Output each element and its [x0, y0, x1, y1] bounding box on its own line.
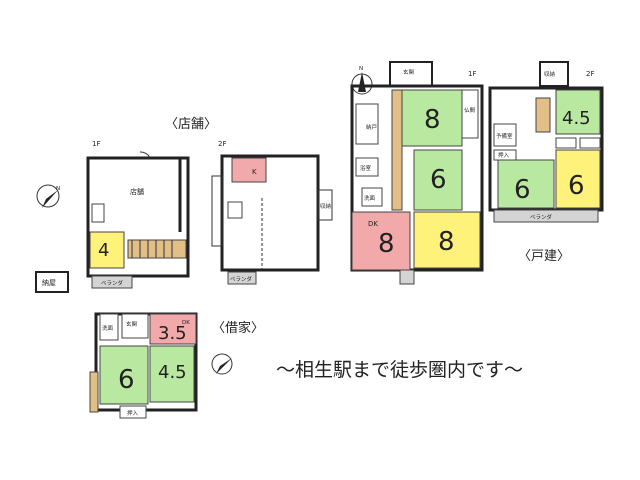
shop-1f-outline: [86, 156, 190, 278]
house-6b-room: [497, 159, 555, 209]
rental-wash-label: 洗面: [102, 324, 114, 332]
shop-storage-hut: [35, 271, 69, 293]
house-1f-plan: [350, 61, 484, 285]
house-8a-room: [401, 89, 463, 147]
house-8b-size: 8: [438, 227, 455, 257]
house-wash-label: 洗面: [364, 194, 376, 202]
house-1f-step: [399, 269, 415, 285]
house-2f-oshiire-a: [493, 149, 517, 161]
compass-n-shop: N: [56, 186, 60, 192]
house-dk-room: [351, 211, 411, 271]
shop-1f-door: [139, 151, 151, 159]
tagline: 〜相生駅まで徒歩圏内です〜: [276, 359, 523, 381]
compass-needle-rental: [216, 358, 232, 374]
compass-n-house: N: [359, 66, 363, 72]
house-spare-room: [493, 123, 517, 147]
shop-1f-room-size: 4: [98, 240, 109, 261]
house-bath-room: [355, 157, 379, 177]
shop-1f-label: 1F: [92, 140, 100, 148]
shop-storage-label: 納屋: [42, 278, 56, 287]
house-butsudan-box: [461, 89, 479, 139]
shop-2f-toilet: [227, 201, 243, 219]
house-2f-storage-label: 収納: [544, 70, 556, 78]
house-1f-label: 1F: [468, 70, 476, 78]
house-2f-plan: [488, 61, 604, 223]
shop-2f-label: 2F: [218, 140, 226, 148]
house-2f-veranda: [493, 209, 599, 223]
house-2f-oshiire-b: [555, 137, 577, 149]
house-1f-outline: [350, 84, 484, 272]
rental-entrance-label: 玄関: [126, 320, 138, 328]
compass-ring: [36, 184, 60, 208]
shop-2f-veranda: [227, 271, 257, 285]
rental-oshiire-label: 押入: [127, 409, 139, 417]
shop-section-label: 〈店舗〉: [165, 117, 217, 132]
compass-needle: [42, 190, 58, 208]
house-butsudan-label: 仏間: [464, 107, 476, 114]
shop-2f-kitchen-room: [231, 157, 267, 183]
rental-side-corridor: [89, 371, 99, 413]
house-2f-oshiire-c: [579, 137, 601, 149]
house-8a-size: 8: [424, 105, 441, 135]
house-45-room: [555, 89, 601, 135]
house-6c-size: 6: [568, 171, 585, 201]
house-oshiire-label: 押入: [498, 151, 510, 159]
house-2f-label: 2F: [586, 70, 594, 78]
house-8b-room: [413, 211, 481, 269]
house-closet-room: [355, 103, 379, 145]
rental-entrance-room: [121, 313, 149, 339]
shop-2f-veranda-label: ベランダ: [230, 275, 253, 283]
house-veranda-label: ベランダ: [530, 213, 553, 221]
house-dk-size: 8: [378, 229, 395, 259]
shop-1f-toilet: [91, 203, 105, 223]
rental-45-size: 4.5: [158, 362, 187, 383]
shop-compass: N: [36, 184, 60, 208]
rental-dk-room: [149, 313, 197, 345]
house-2f-storage-box: [539, 61, 569, 87]
house-compass: N: [351, 66, 373, 95]
house-6b-size: 6: [514, 175, 531, 205]
house-wash-room: [361, 187, 383, 207]
house-6a-size: 6: [430, 165, 447, 195]
shop-1f-veranda-label: ベランダ: [101, 279, 124, 287]
rental-oshiire-box: [119, 405, 147, 419]
shop-2f-stairs: [211, 175, 223, 247]
shop-1f-stairs: [127, 239, 187, 259]
house-entrance-label: 玄関: [403, 68, 415, 76]
rental-wash-room: [99, 313, 119, 341]
shop-store-label: 店舗: [130, 187, 144, 196]
house-6c-room: [555, 149, 601, 209]
rental-room-45: [149, 345, 195, 403]
shop-2f-kitchen-label: K: [252, 168, 257, 176]
house-2f-stairs: [535, 97, 551, 133]
rental-compass: [211, 353, 233, 375]
house-1f-corridor: [391, 89, 403, 211]
house-closet-label: 納戸: [366, 123, 378, 131]
house-bath-label: 浴室: [360, 164, 372, 172]
house-45-size: 4.5: [562, 108, 591, 129]
rental-plan: [89, 312, 198, 419]
shop-2f-closet: [317, 189, 333, 221]
house-6a-room: [413, 149, 463, 211]
house-section-label: 〈戸建〉: [518, 249, 570, 264]
shop-2f-closet-label: 収納: [320, 202, 332, 210]
rental-room-6: [99, 345, 149, 405]
shop-1f-plan: [86, 151, 190, 289]
rental-35-size: 3.5: [158, 323, 187, 344]
shop-1f-veranda: [91, 275, 133, 289]
house-spare-label: 予備室: [496, 132, 513, 140]
rental-section-label: 〈借家〉: [212, 320, 264, 336]
compass-ring-rental: [211, 353, 233, 375]
house-dk-label: DK: [368, 220, 378, 228]
shop-1f-room-yellow: [89, 231, 125, 269]
rental-6-size: 6: [118, 365, 135, 395]
house-entrance-box: [389, 61, 433, 87]
rental-dk-label: DK: [182, 320, 190, 326]
shop-2f-plan: [211, 154, 333, 285]
